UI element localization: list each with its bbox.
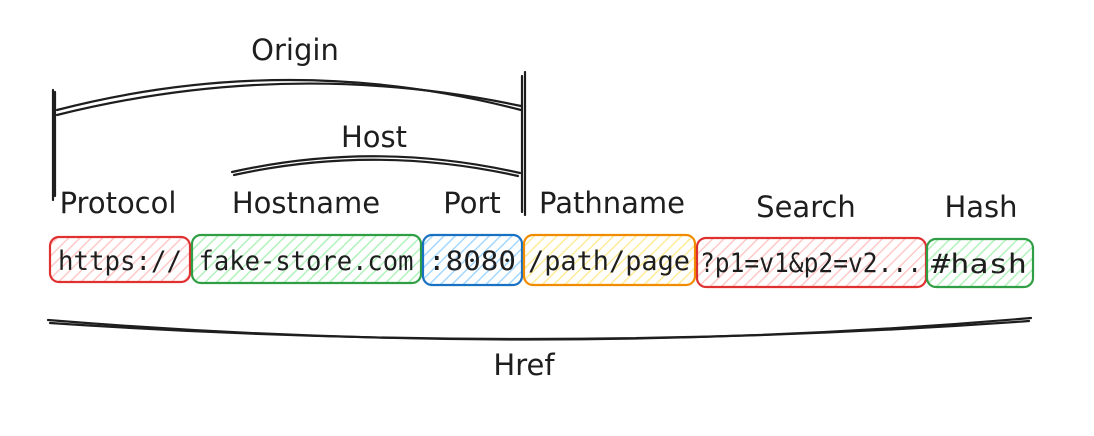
href-label: Href [493,348,555,382]
hostname-label: Hostname [232,186,380,220]
segment-box [190,233,423,285]
segment-pathname: /path/page [522,233,697,287]
segment-text: /path/page [528,246,690,277]
segment-text: https:// [58,246,182,277]
segment-box [925,237,1035,289]
host-label: Host [341,120,407,154]
segment-port: :8080 [421,233,524,287]
origin-label: Origin [251,33,339,67]
segment-text: fake-store.com [199,246,414,277]
port-label: Port [443,186,501,220]
search-label: Search [756,190,856,224]
segment-protocol: https:// [48,235,192,284]
segment-box [421,233,524,287]
pathname-label: Pathname [539,186,685,220]
href-bracket [46,316,1033,341]
host-bracket [230,155,522,178]
segment-text: :8080 [428,246,516,277]
origin-bracket [51,70,527,217]
segment-search: ?p1=v1&p2=v2... [695,236,928,289]
hash-label: Hash [944,190,1017,224]
segment-text: #hash [931,249,1027,280]
segment-box [48,235,192,284]
protocol-label: Protocol [60,186,177,220]
segment-hostname: fake-store.com [190,233,423,285]
segment-hash: #hash [925,237,1035,289]
segment-text: ?p1=v1&p2=v2... [700,248,922,279]
segment-box [522,233,697,287]
